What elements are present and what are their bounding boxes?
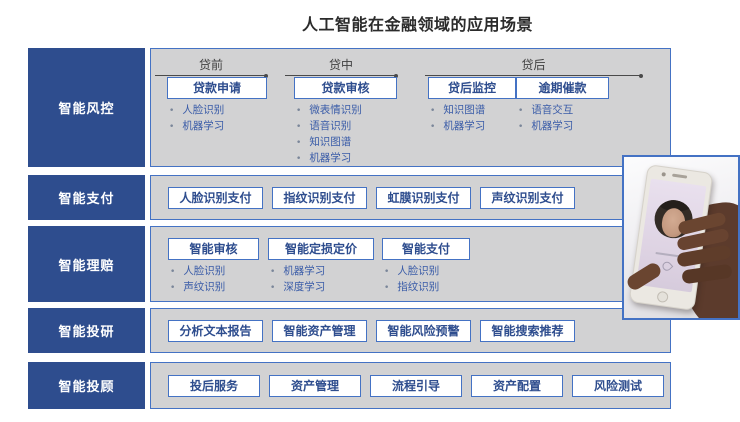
row-label-payment: 智能支付	[28, 175, 145, 220]
bullet-list: 微表情识别 语音识别 知识图谱 机器学习	[294, 103, 397, 167]
loan-review-group: 贷款审核 微表情识别 语音识别 知识图谱 机器学习	[294, 77, 397, 167]
row-label-claims: 智能理赔	[28, 226, 145, 302]
bullet-list: 人脸识别 指纹识别	[382, 264, 470, 296]
row-label-research: 智能投研	[28, 308, 145, 353]
bullet-item: 知识图谱	[294, 135, 397, 151]
screen-logo-glyph	[660, 259, 674, 273]
item-box-voiceprint-pay: 声纹识别支付	[480, 186, 575, 209]
panel-claims: 智能审核 人脸识别 声纹识别 智能定损定价 机器学习 深度学习 智能支付 人脸识…	[150, 226, 671, 302]
bullet-list: 知识图谱 机器学习	[428, 103, 516, 135]
item-box-loan-review: 贷款审核	[294, 77, 397, 99]
phase-header-mid-loan: 贷中	[285, 56, 398, 78]
panel-payment: 人脸识别支付 指纹识别支付 虹膜识别支付 声纹识别支付	[150, 175, 671, 220]
item-box-post-investment-service: 投后服务	[168, 374, 260, 397]
bullet-item: 机器学习	[428, 119, 516, 135]
smart-review-group: 智能审核 人脸识别 声纹识别	[168, 238, 259, 296]
loan-application-group: 贷款申请 人脸识别 机器学习	[167, 77, 267, 135]
panel-research: 分析文本报告 智能资产管理 智能风险预警 智能搜索推荐	[150, 308, 671, 353]
item-box-smart-review: 智能审核	[168, 238, 259, 260]
item-box-risk-warning: 智能风险预警	[376, 319, 471, 342]
bullet-item: 语音识别	[294, 119, 397, 135]
bullet-item: 语音交互	[516, 103, 609, 119]
bullet-item: 深度学习	[268, 280, 374, 296]
bullet-item: 人脸识别	[382, 264, 470, 280]
phone-home-button	[656, 290, 669, 304]
item-box-damage-pricing: 智能定损定价	[268, 238, 374, 260]
bullet-item: 知识图谱	[428, 103, 516, 119]
post-loan-monitor-group: 贷后监控 知识图谱 机器学习	[428, 77, 516, 135]
phone-speaker	[671, 173, 688, 179]
item-box-asset-management2: 资产管理	[269, 374, 361, 397]
panel-advisory: 投后服务 资产管理 流程引导 资产配置 风险测试	[150, 362, 671, 409]
item-box-text-report: 分析文本报告	[168, 319, 263, 342]
bullet-list: 人脸识别 机器学习	[167, 103, 267, 135]
page-title: 人工智能在金融领域的应用场景	[301, 15, 533, 34]
item-box-process-guide: 流程引导	[370, 374, 462, 397]
item-box-search-recommend: 智能搜索推荐	[480, 319, 575, 342]
bullet-list: 语音交互 机器学习	[516, 103, 609, 135]
item-box-iris-pay: 虹膜识别支付	[376, 186, 471, 209]
bullet-item: 人脸识别	[168, 264, 259, 280]
bullet-item: 微表情识别	[294, 103, 397, 119]
bullet-list: 人脸识别 声纹识别	[168, 264, 259, 296]
item-box-risk-test: 风险测试	[572, 374, 664, 397]
item-box-loan-application: 贷款申请	[167, 77, 267, 99]
phase-header-post-loan: 贷后	[425, 56, 643, 78]
item-box-face-pay: 人脸识别支付	[168, 186, 263, 209]
item-box-asset-management: 智能资产管理	[272, 319, 367, 342]
bullet-item: 声纹识别	[168, 280, 259, 296]
bullet-item: 指纹识别	[382, 280, 470, 296]
item-box-fingerprint-pay: 指纹识别支付	[272, 186, 367, 209]
item-box-overdue-collection: 逾期催款	[516, 77, 609, 99]
item-box-post-loan-monitor: 贷后监控	[428, 77, 516, 99]
row-label-advisory: 智能投顾	[28, 362, 145, 409]
bullet-item: 机器学习	[268, 264, 374, 280]
phase-header-pre-loan: 贷前	[155, 56, 268, 78]
item-box-asset-allocation: 资产配置	[471, 374, 563, 397]
bullet-item: 人脸识别	[167, 103, 267, 119]
smart-payment-group: 智能支付 人脸识别 指纹识别	[382, 238, 470, 296]
item-box-smart-payment: 智能支付	[382, 238, 470, 260]
bullet-list: 机器学习 深度学习	[268, 264, 374, 296]
phone-camera-dot	[661, 172, 666, 177]
overdue-collection-group: 逾期催款 语音交互 机器学习	[516, 77, 609, 135]
damage-pricing-group: 智能定损定价 机器学习 深度学习	[268, 238, 374, 296]
bullet-item: 机器学习	[294, 151, 397, 167]
row-label-risk-control: 智能风控	[28, 48, 145, 167]
face-recognition-phone-photo	[622, 155, 740, 320]
panel-risk-control: 贷前 贷中 贷后 贷款申请 人脸识别 机器学习 贷款审核 微表情识别 语音识别 …	[150, 48, 671, 167]
bullet-item: 机器学习	[167, 119, 267, 135]
bullet-item: 机器学习	[516, 119, 609, 135]
